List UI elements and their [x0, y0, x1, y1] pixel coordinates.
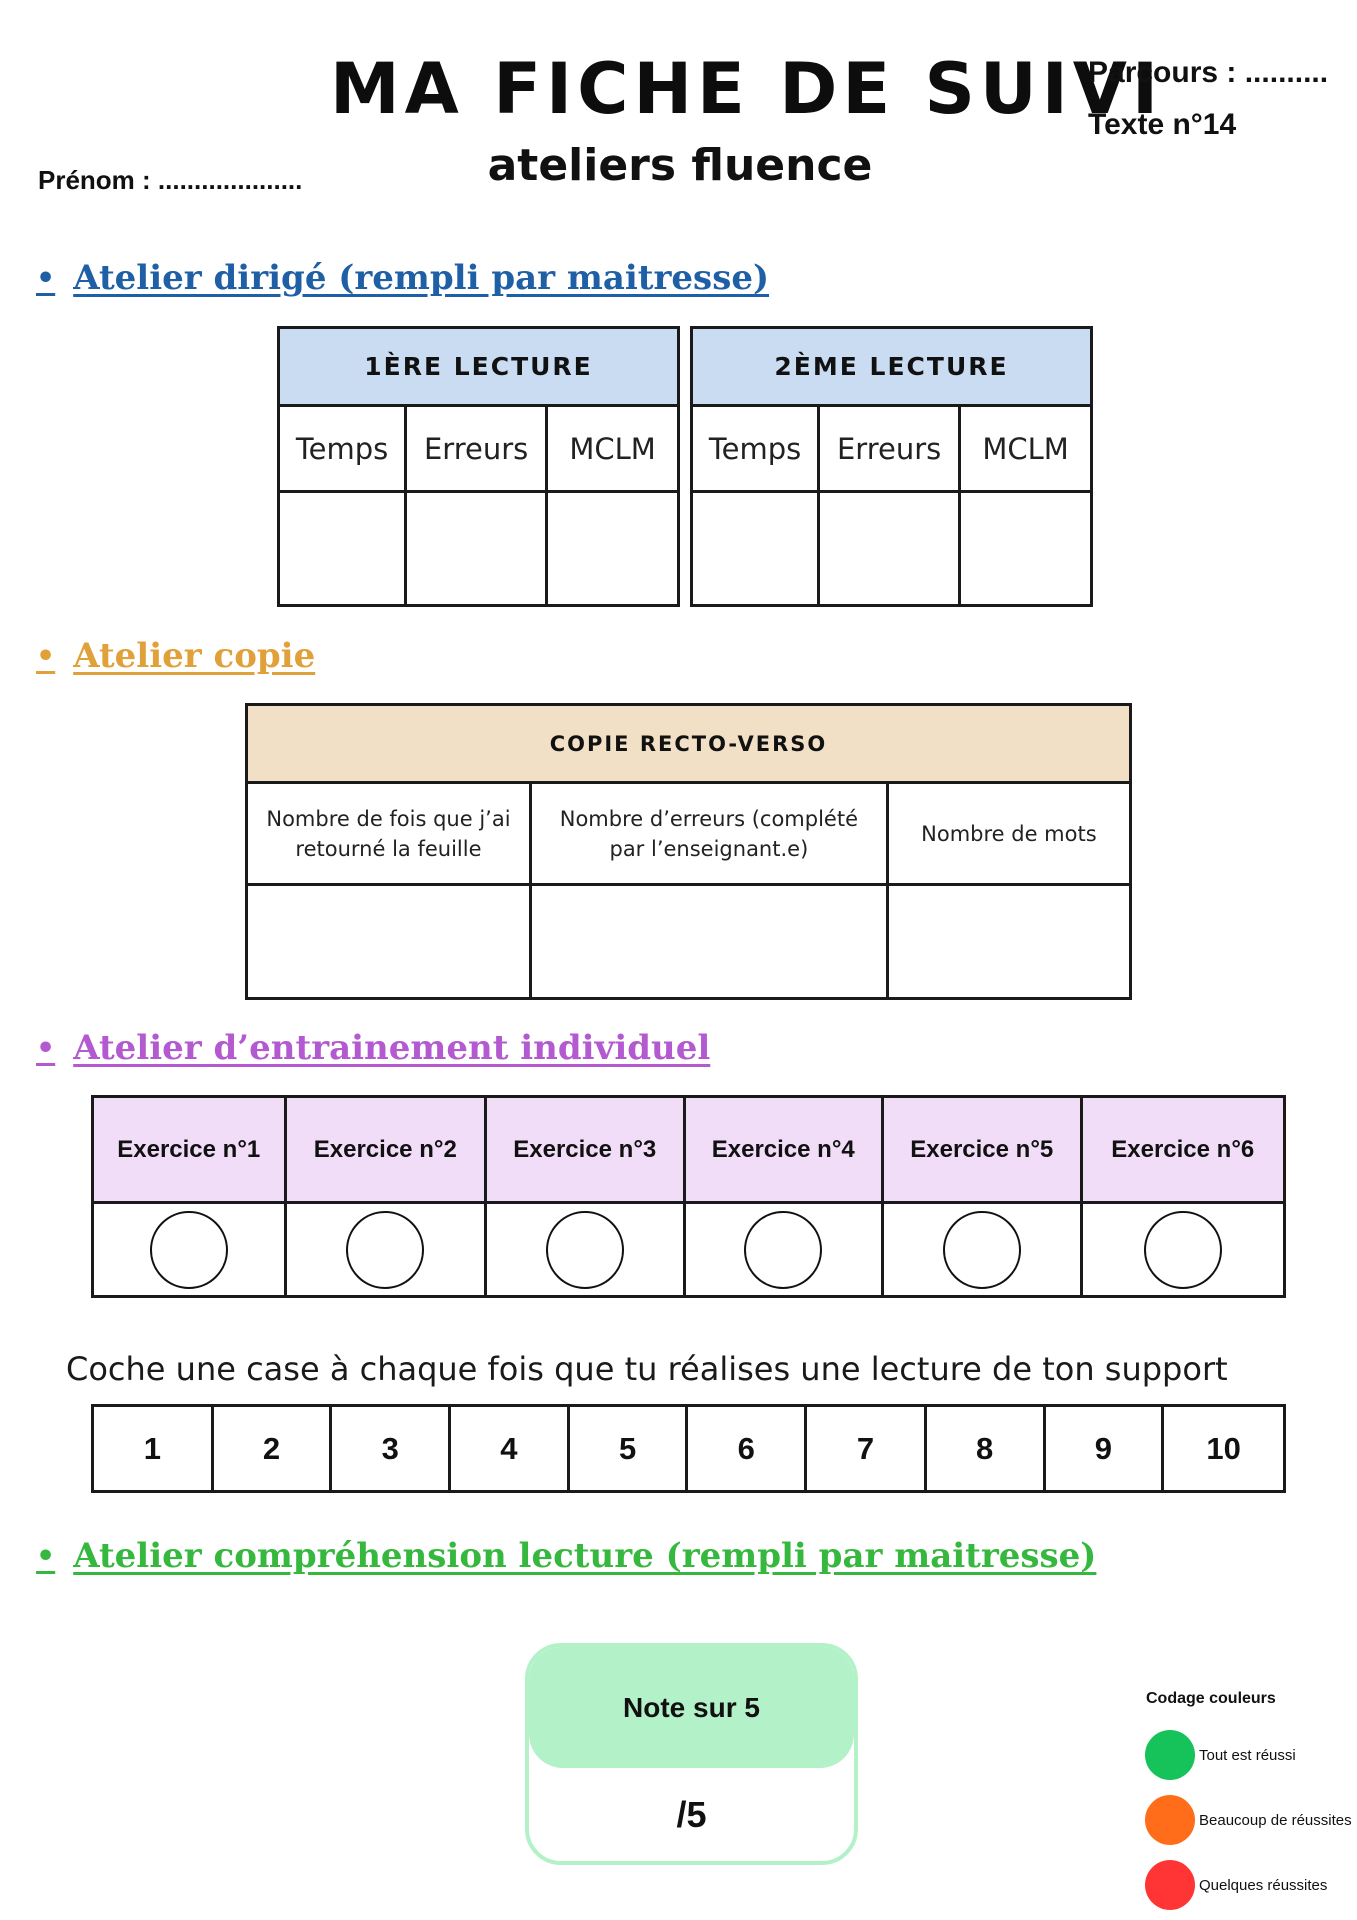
green-dot-icon: [1145, 1730, 1195, 1780]
texte-number: Texte n°14: [1088, 108, 1237, 141]
first-reading-table: 1ÈRE LECTURE Temps Erreurs MCLM: [276, 326, 680, 607]
section-heading-dirige: • Atelier dirigé (rempli par maitresse): [36, 258, 769, 298]
exercise-cell: [682, 1201, 885, 1298]
section-title-copie: Atelier copie: [73, 636, 316, 676]
section-title-entrainement: Atelier d’entrainement individuel: [73, 1028, 711, 1068]
exercise-circle[interactable]: [346, 1210, 425, 1289]
reading-box[interactable]: 2: [210, 1404, 333, 1493]
exercise-cell: [283, 1201, 488, 1298]
legend-label: Beaucoup de réussites: [1199, 1811, 1352, 1829]
reading-box[interactable]: 9: [1042, 1404, 1165, 1493]
section-heading-comprehension: • Atelier compréhension lecture (rempli …: [36, 1536, 1096, 1576]
exercise-circle[interactable]: [149, 1210, 228, 1289]
exercise-header: Exercice n°5: [881, 1095, 1083, 1204]
copie-table-title: COPIE RECTO-VERSO: [245, 703, 1132, 784]
column-header: Nombre de fois que j’ai retourné la feui…: [245, 781, 532, 886]
copie-table: COPIE RECTO-VERSO Nombre de fois que j’a…: [245, 703, 1133, 1000]
note-box: Note sur 5 /5: [525, 1643, 858, 1865]
exercise-header: Exercice n°1: [91, 1095, 287, 1204]
reading-box[interactable]: 4: [448, 1404, 570, 1493]
red-dot-icon: [1145, 1860, 1195, 1910]
turns-cell[interactable]: [245, 883, 532, 1000]
words-cell[interactable]: [885, 883, 1133, 1000]
errors-cell[interactable]: [817, 490, 962, 607]
orange-dot-icon: [1145, 1795, 1195, 1845]
reading-box[interactable]: 6: [685, 1404, 808, 1493]
bullet-icon: •: [36, 260, 56, 296]
legend-item-many: Beaucoup de réussites: [1145, 1795, 1352, 1845]
legend-label: Tout est réussi: [1199, 1746, 1296, 1764]
section-heading-copie: • Atelier copie: [36, 636, 315, 676]
exercise-cell: [881, 1201, 1083, 1298]
exercise-header: Exercice n°3: [484, 1095, 686, 1204]
column-header: Nombre de mots: [885, 781, 1133, 886]
mclm-cell[interactable]: [958, 490, 1093, 607]
column-header: Temps: [276, 404, 408, 493]
reading-box[interactable]: 5: [566, 1404, 689, 1493]
column-header: MCLM: [545, 404, 680, 493]
legend-item-success: Tout est réussi: [1145, 1730, 1296, 1780]
exercise-circle[interactable]: [1143, 1210, 1222, 1289]
prenom-field: Prénom : ....................: [38, 165, 303, 195]
exercise-header: Exercice n°4: [682, 1095, 885, 1204]
exercise-header: Exercice n°2: [283, 1095, 488, 1204]
legend-item-few: Quelques réussites: [1145, 1860, 1327, 1910]
parcours-field: Parcours : ..........: [1088, 56, 1329, 89]
exercise-cell: [1079, 1201, 1287, 1298]
exercise-circle[interactable]: [744, 1210, 823, 1289]
exercise-cell: [91, 1201, 287, 1298]
note-value[interactable]: /5: [676, 1793, 707, 1835]
section-heading-entrainement: • Atelier d’entrainement individuel: [36, 1028, 710, 1068]
bullet-icon: •: [36, 638, 56, 674]
exercises-table: Exercice n°1 Exercice n°2 Exercice n°3 E…: [91, 1095, 1287, 1298]
reading-box[interactable]: 3: [329, 1404, 452, 1493]
bullet-icon: •: [36, 1030, 56, 1066]
column-header: Nombre d’erreurs (complété par l’enseign…: [528, 781, 889, 886]
page-subtitle: ateliers fluence: [487, 140, 873, 191]
time-cell[interactable]: [689, 490, 821, 607]
note-label: Note sur 5: [529, 1647, 854, 1768]
reading-box[interactable]: 7: [804, 1404, 927, 1493]
section-title-dirige: Atelier dirigé (rempli par maitresse): [73, 258, 770, 298]
bullet-icon: •: [36, 1538, 56, 1574]
legend-title: Codage couleurs: [1146, 1690, 1276, 1707]
reading-box[interactable]: 10: [1161, 1404, 1286, 1493]
exercise-circle[interactable]: [545, 1210, 624, 1289]
exercise-header: Exercice n°6: [1079, 1095, 1287, 1204]
section-title-comprehension: Atelier compréhension lecture (rempli pa…: [73, 1536, 1097, 1576]
reading-box[interactable]: 8: [923, 1404, 1046, 1493]
time-cell[interactable]: [276, 490, 408, 607]
legend-label: Quelques réussites: [1199, 1876, 1328, 1894]
column-header: Erreurs: [817, 404, 962, 493]
exercise-cell: [484, 1201, 686, 1298]
column-header: Erreurs: [404, 404, 549, 493]
second-reading-table: 2ÈME LECTURE Temps Erreurs MCLM: [689, 326, 1093, 607]
reading-box[interactable]: 1: [91, 1404, 214, 1493]
exercise-circle[interactable]: [942, 1210, 1021, 1289]
errors-cell[interactable]: [404, 490, 549, 607]
column-header: MCLM: [958, 404, 1093, 493]
second-reading-title: 2ÈME LECTURE: [690, 326, 1093, 407]
mclm-cell[interactable]: [545, 490, 680, 607]
reading-checkboxes: 1 2 3 4 5 6 7 8 9 10: [91, 1404, 1286, 1493]
page-title: MA FICHE DE SUIVI: [330, 48, 1164, 130]
first-reading-title: 1ÈRE LECTURE: [277, 326, 680, 407]
reading-instruction: Coche une case à chaque fois que tu réal…: [66, 1350, 1228, 1388]
column-header: Temps: [689, 404, 821, 493]
errors-cell[interactable]: [528, 883, 889, 1000]
